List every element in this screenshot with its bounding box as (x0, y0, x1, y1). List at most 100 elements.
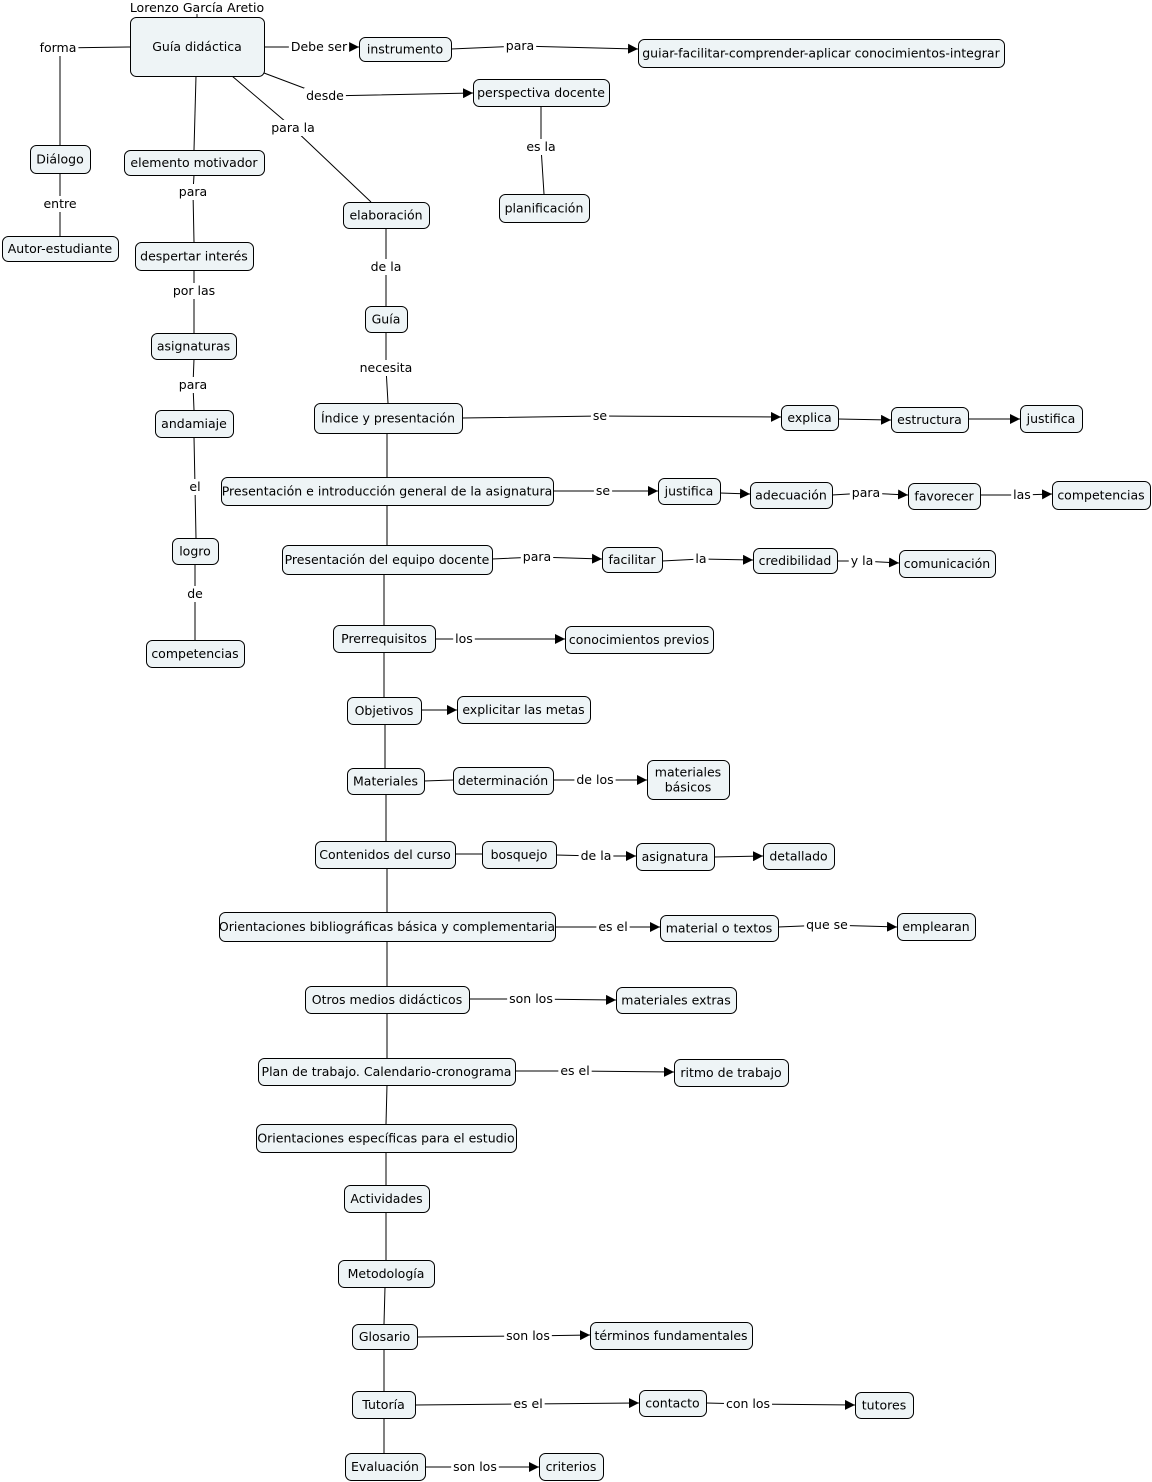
concept-node-adecuacion[interactable]: adecuación (750, 482, 833, 509)
concept-node-plan[interactable]: Plan de trabajo. Calendario-cronograma (258, 1058, 516, 1086)
concept-node-andamiaje[interactable]: andamiaje (155, 410, 234, 438)
node-label: explicitar las metas (462, 702, 584, 717)
node-label: andamiaje (161, 416, 227, 431)
concept-node-determinacion[interactable]: determinación (453, 767, 554, 795)
node-label: ritmo de trabajo (680, 1065, 781, 1080)
link-label-background (176, 184, 210, 200)
concept-node-motivador[interactable]: elemento motivador (124, 150, 265, 176)
node-box (565, 626, 714, 654)
concept-node-detallado[interactable]: detallado (763, 843, 835, 870)
link-label: la (695, 551, 706, 566)
concept-node-tutores[interactable]: tutores (855, 1392, 914, 1419)
concept-node-mat-textos[interactable]: material o textos (660, 915, 779, 942)
concept-node-elaboracion[interactable]: elaboración (343, 202, 430, 229)
concept-node-credibilidad[interactable]: credibilidad (753, 548, 838, 574)
concept-node-guia-did[interactable]: Guía didáctica (130, 17, 265, 77)
link-label: desde (306, 88, 344, 103)
concept-node-glosario[interactable]: Glosario (352, 1324, 418, 1350)
node-label: Evaluación (351, 1459, 419, 1474)
node-label: explica (787, 410, 831, 425)
concept-node-bosquejo[interactable]: bosquejo (482, 841, 557, 869)
link-label: se (593, 408, 608, 423)
node-box (908, 483, 981, 510)
concept-node-competencias2[interactable]: competencias (1052, 481, 1151, 510)
concept-node-logro[interactable]: logro (172, 538, 219, 565)
node-box (482, 841, 557, 869)
node-box (338, 1260, 435, 1288)
concept-node-prerreq[interactable]: Prerrequisitos (333, 625, 436, 653)
node-label: materiales extras (621, 993, 730, 1008)
concept-node-indice[interactable]: Índice y presentación (314, 403, 463, 434)
node-box (639, 1390, 707, 1417)
concept-node-terminos[interactable]: términos fundamentales (590, 1322, 753, 1350)
concept-node-conoc-prev[interactable]: conocimientos previos (565, 626, 714, 654)
concept-node-perspectiva[interactable]: perspectiva docente (473, 79, 610, 107)
concept-node-objetivos[interactable]: Objetivos (347, 697, 422, 725)
node-label: contacto (645, 1396, 699, 1411)
concept-node-planificacion[interactable]: planificación (499, 194, 590, 223)
concept-node-asignatura[interactable]: asignatura (636, 843, 715, 871)
concept-node-metas[interactable]: explicitar las metas (457, 696, 591, 724)
node-box (256, 1124, 517, 1153)
connector-line (385, 1084, 388, 1125)
concept-node-contacto[interactable]: contacto (639, 1390, 707, 1417)
node-label: perspectiva docente (477, 85, 605, 100)
concept-node-dialogo[interactable]: Diálogo (30, 145, 91, 174)
node-box (891, 407, 969, 433)
concept-node-orient-biblio[interactable]: Orientaciones bibliográficas básica y co… (219, 912, 556, 942)
concept-node-comunicacion[interactable]: comunicación (899, 550, 996, 578)
concept-node-evaluacion[interactable]: Evaluación (345, 1453, 426, 1481)
link-label: es el (513, 1396, 542, 1411)
node-label: emplearan (902, 919, 969, 934)
concept-node-competencias1[interactable]: competencias (146, 640, 245, 668)
concept-node-explica[interactable]: explica (781, 405, 839, 431)
node-box (124, 150, 265, 176)
link-label-background (304, 88, 346, 104)
concept-node-contenidos[interactable]: Contenidos del curso (315, 841, 456, 869)
node-box (457, 696, 591, 724)
concept-node-emplearan[interactable]: emplearan (897, 913, 976, 941)
concept-node-metodologia[interactable]: Metodología (338, 1260, 435, 1288)
node-label: elaboración (349, 208, 422, 223)
concept-node-asignaturas[interactable]: asignaturas (151, 333, 237, 360)
link-label: que se (806, 917, 848, 932)
concept-node-instrumento[interactable]: instrumento (359, 37, 452, 62)
concept-node-estructura[interactable]: estructura (891, 407, 969, 433)
link-label-background (593, 483, 613, 499)
link-label-background (558, 1063, 592, 1079)
node-box (590, 1322, 753, 1350)
concept-node-actividades[interactable]: Actividades (344, 1185, 430, 1213)
concept-node-despertar[interactable]: despertar interés (135, 242, 254, 271)
node-box (763, 843, 835, 870)
concept-node-pres-intro[interactable]: Presentación e introducción general de l… (221, 477, 554, 506)
connector-line (193, 75, 197, 151)
node-box (151, 333, 237, 360)
link-label: para (852, 485, 880, 500)
concept-node-justifica2[interactable]: justifica (658, 478, 721, 505)
concept-node-favorecer[interactable]: favorecer (908, 483, 981, 510)
concept-node-criterios[interactable]: criterios (539, 1453, 604, 1481)
concept-node-mat-extras[interactable]: materiales extras (616, 987, 737, 1014)
concept-node-guiar[interactable]: guiar-facilitar-comprender-aplicar conoc… (638, 39, 1005, 68)
concept-node-justifica1[interactable]: justifica (1020, 405, 1083, 433)
concept-node-guia[interactable]: Guía (365, 306, 408, 333)
node-label: facilitar (608, 552, 656, 567)
link-label-background (187, 479, 203, 495)
concept-node-autor[interactable]: Autor-estudiante (2, 236, 119, 262)
concept-node-pres-equipo[interactable]: Presentación del equipo docente (282, 545, 493, 575)
concept-node-tutoria[interactable]: Tutoría (352, 1391, 416, 1419)
link-label-background (288, 39, 350, 55)
concept-node-facilitar[interactable]: facilitar (602, 547, 663, 573)
node-label: criterios (546, 1459, 597, 1474)
link-label: forma (40, 40, 77, 55)
concept-node-orient-esp[interactable]: Orientaciones específicas para el estudi… (256, 1124, 517, 1153)
concept-node-ritmo[interactable]: ritmo de trabajo (674, 1059, 789, 1087)
link-label-background (453, 631, 475, 647)
node-box (221, 477, 554, 506)
link-label: se (596, 483, 611, 498)
concept-node-otros-medios[interactable]: Otros medios didácticos (305, 986, 470, 1014)
concept-node-materiales[interactable]: Materiales (347, 768, 425, 795)
link-label: por las (173, 283, 215, 298)
